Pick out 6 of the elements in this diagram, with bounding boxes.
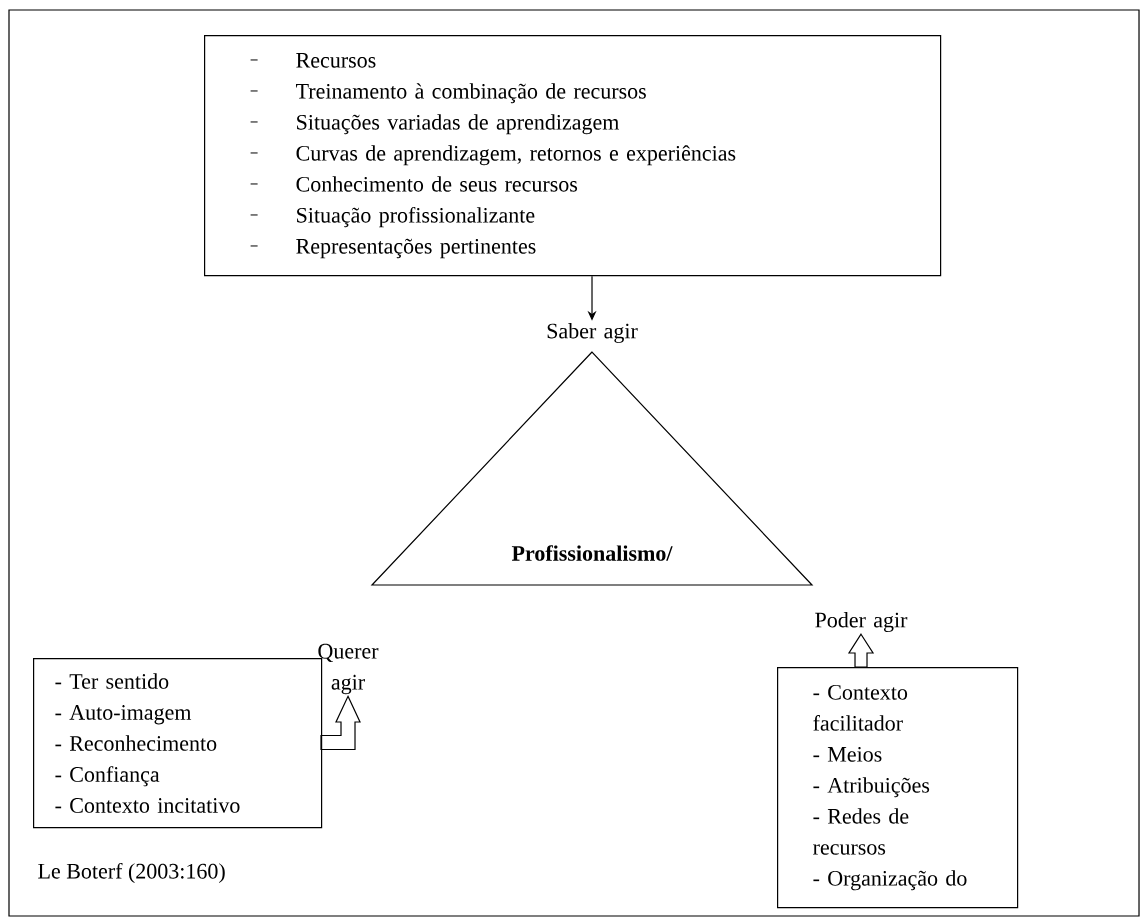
node-label: Saber agir — [547, 323, 638, 343]
list-box: - Contexto facilitador - Meios - Atribuições - Redes de recursos - Organização do — [777, 667, 1019, 909]
citation: Le Boterf (2003:160) — [38, 862, 225, 884]
list-box: - Ter sentido - Auto-imagem - Reconhecimento - Confiança - Contexto incitativo — [33, 658, 323, 829]
list-box: Recursos Treinamento à combinação de recursos Situações variadas de aprendizagem Curvas de aprendizagem, retornos e experiências Conhecimento de seus recursos Situação profissionalizante Representações pertinentes — [204, 35, 942, 277]
node-label: Poder agir — [815, 612, 908, 632]
